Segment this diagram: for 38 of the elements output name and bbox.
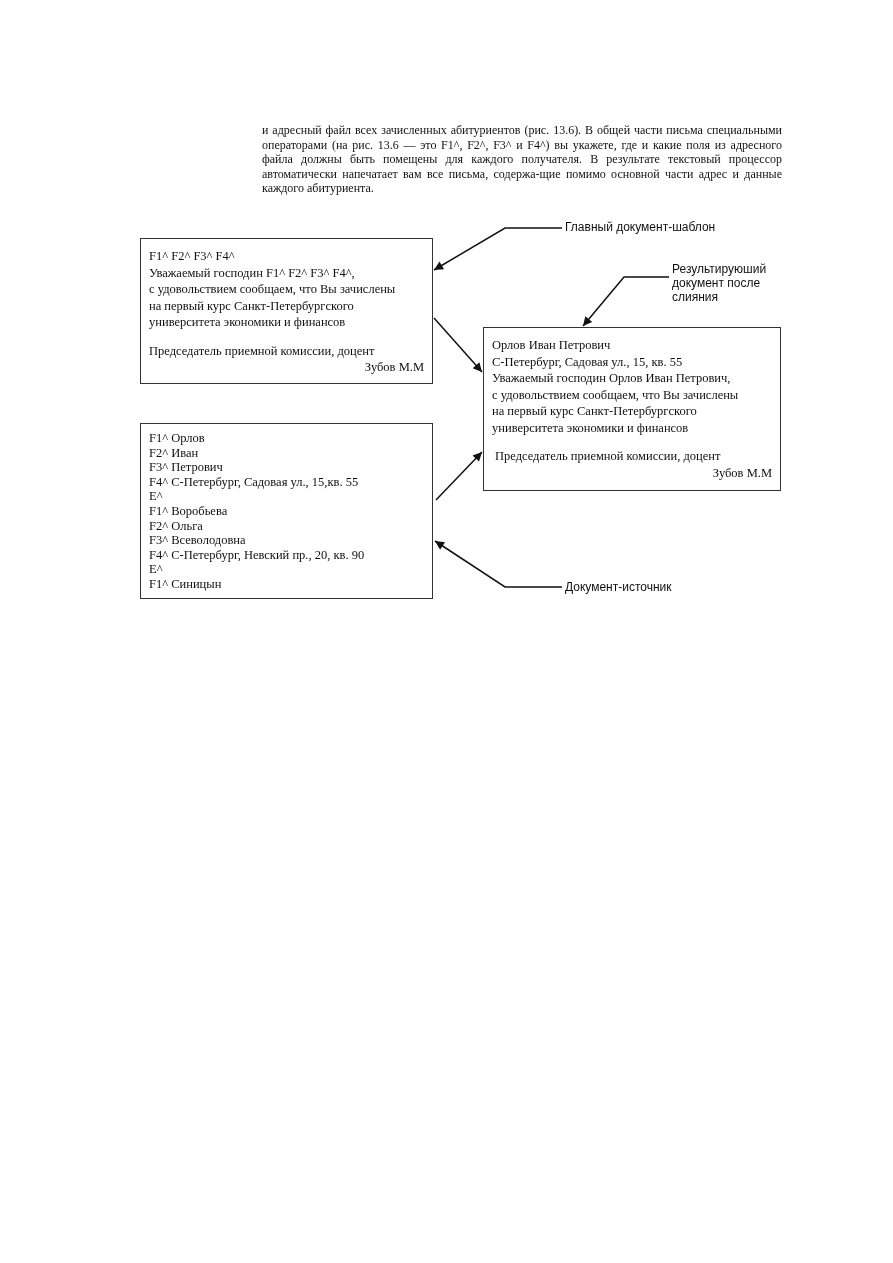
text-line: F4^ С-Петербург, Невский пр., 20, кв. 90 xyxy=(149,547,366,563)
text-line: E^ xyxy=(149,562,164,577)
text-line: на первый курс Санкт-Петербургского xyxy=(492,403,698,420)
text-line: на первый курс Санкт-Петербургского xyxy=(149,297,355,314)
text-line: университета экономики и финансов xyxy=(149,314,347,331)
text-line: F2^ Иван xyxy=(149,445,200,461)
text-line: F1^ Орлов xyxy=(149,431,206,446)
text-line: с удовольствием сообщаем, что Вы зачислены xyxy=(492,386,740,403)
text-line: F1^ Синицын xyxy=(149,576,223,592)
leader-arrow xyxy=(434,540,563,588)
callout-label: Результируюший документ после слияния xyxy=(672,262,777,304)
text-line: F3^ Всеволодовна xyxy=(149,533,247,548)
document-box xyxy=(140,423,433,599)
text-line: Зубов М.М xyxy=(363,359,424,376)
text-line: F3^ Петрович xyxy=(149,460,224,475)
text-line: С-Петербург, Садовая ул., 15, кв. 55 xyxy=(492,353,684,370)
text-line: Председатель приемной комиссии, доцент xyxy=(149,342,376,359)
text-line: F1^ F2^ F3^ F4^ xyxy=(149,248,236,265)
leader-arrow xyxy=(582,276,670,327)
text-line: Уважаемый господин F1^ F2^ F3^ F4^, xyxy=(149,264,356,281)
document-box xyxy=(483,327,781,491)
document-box xyxy=(140,238,433,384)
text-line: университета экономики и финансов xyxy=(492,419,690,436)
text-line: F2^ Ольга xyxy=(149,518,204,534)
text-line: Орлов Иван Петрович xyxy=(492,337,612,354)
arrow xyxy=(433,317,483,373)
callout-label: Документ-источник xyxy=(565,580,672,594)
text-line: Председатель приемной комиссии, доцент xyxy=(494,448,722,465)
body-paragraph: и адресный файл всех зачисленных абитуриентов (рис. 13.6). В общей части письма специальными операторами (на рис. 13.6 — это F1^, F2^, F3^ и F4^) вы укажете, где и какие поля из адресного файла должны быть помещены для каждого получателя. В результате текстовый процессор автоматически напечатает вам все письма, содержа-щие помимо основной части адрес и данные каждого абитуриента. xyxy=(262,123,782,196)
arrow xyxy=(435,451,483,501)
text-line: F1^ Воробьева xyxy=(149,503,229,519)
text-line: F4^ С-Петербург, Садовая ул., 15,кв. 55 xyxy=(149,474,360,490)
callout-label: Главный документ-шаблон xyxy=(565,220,716,234)
leader-arrow xyxy=(433,227,563,271)
text-line: Уважаемый господин Орлов Иван Петрович, xyxy=(492,370,732,387)
text-line: E^ xyxy=(149,489,164,504)
text-line: Зубов М.М xyxy=(711,464,772,481)
text-line: с удовольствием сообщаем, что Вы зачислены xyxy=(149,281,397,298)
